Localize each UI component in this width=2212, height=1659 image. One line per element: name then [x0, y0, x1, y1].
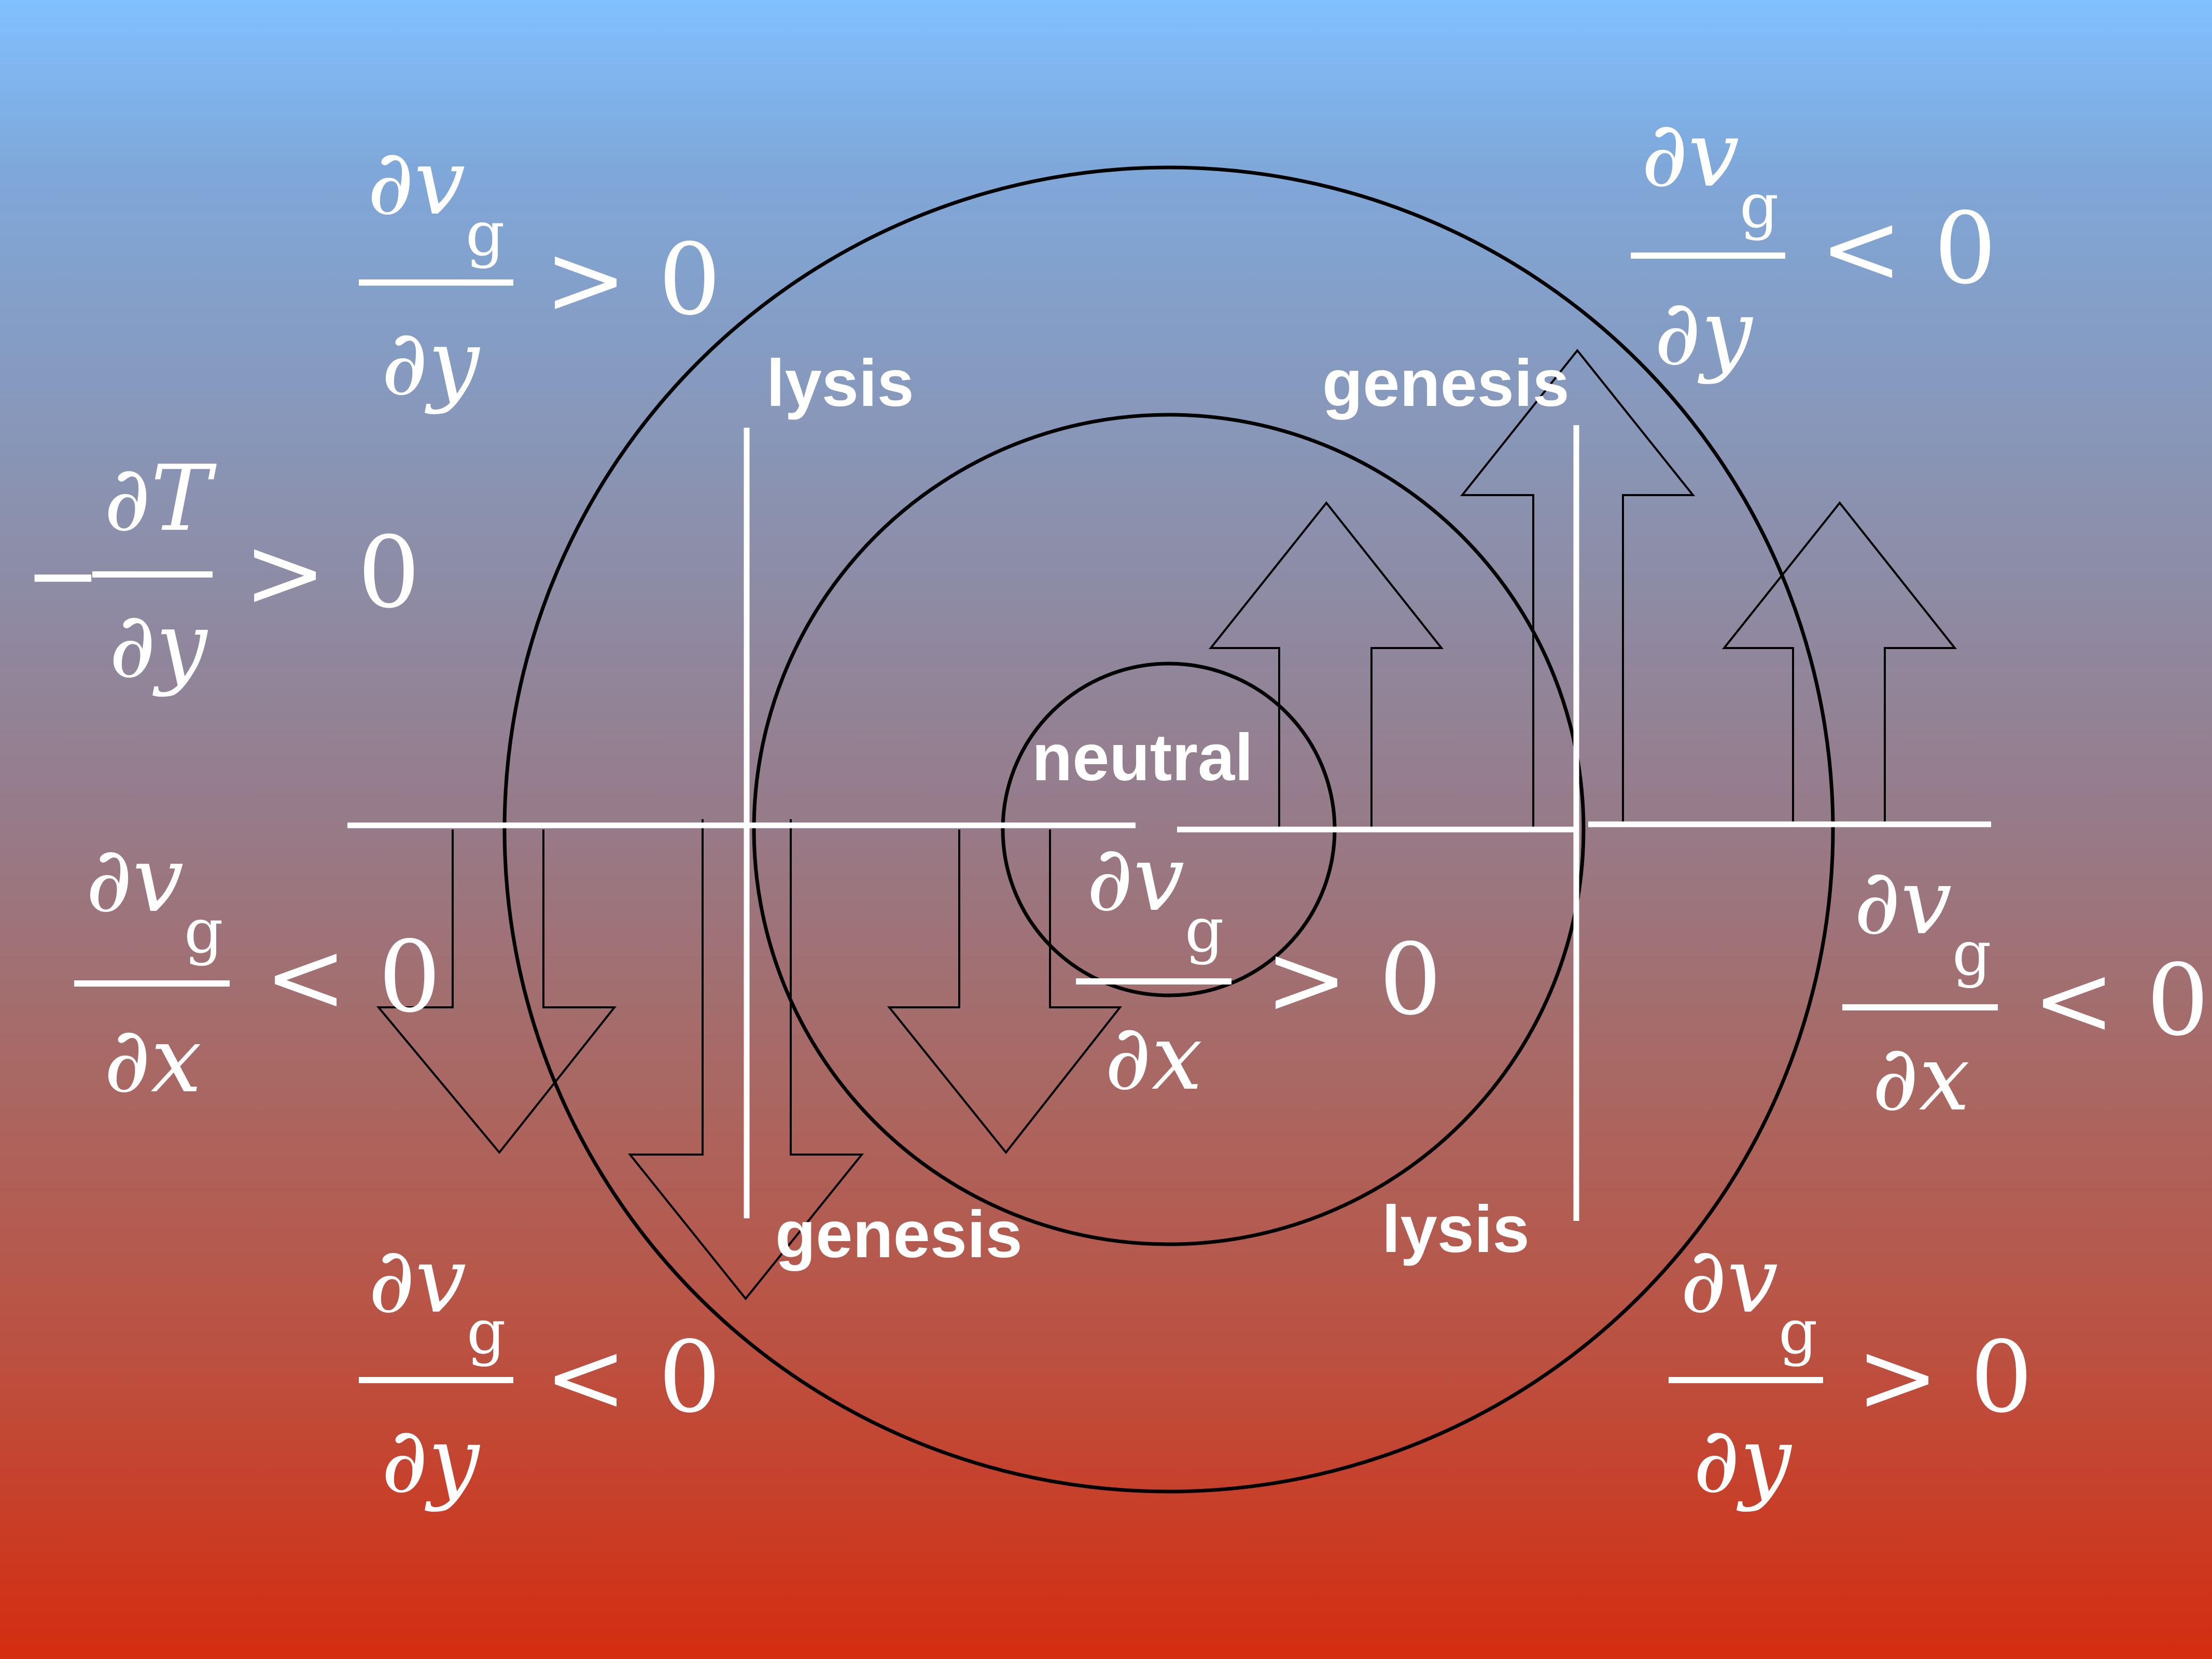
denominator: ∂x	[1104, 1005, 1202, 1110]
downward-wind-arrows	[376, 819, 1123, 1301]
denominator: ∂x	[1872, 1026, 1970, 1131]
numerator: ∂v	[1086, 826, 1184, 932]
numerator: ∂v	[1641, 102, 1739, 207]
label-genesis-bottom: genesis	[775, 1198, 1023, 1272]
equation-bottom-left: ∂v g ∂y < 0	[359, 1228, 721, 1513]
equation-mid-left: ∂v g ∂x < 0	[74, 827, 441, 1113]
relation: > 0	[544, 222, 721, 337]
equation-top-right: ∂v g ∂y < 0	[1631, 102, 1996, 386]
denominator: ∂y	[381, 1408, 480, 1513]
relation: < 0	[1820, 191, 1996, 306]
subscript: g	[1779, 1296, 1818, 1368]
relation: > 0	[1856, 1320, 2033, 1435]
numerator: ∂v	[367, 130, 465, 235]
subscript: g	[467, 1296, 506, 1368]
denominator: ∂y	[1654, 280, 1753, 386]
numerator: ∂v	[86, 827, 184, 933]
denominator: ∂y	[109, 593, 208, 698]
down-arrow-mid	[627, 819, 864, 1301]
equation-mid-right: ∂v g ∂x < 0	[1842, 850, 2209, 1131]
subscript: g	[184, 895, 223, 967]
upward-wind-arrows	[1208, 348, 1957, 827]
up-arrow-center	[1208, 501, 1444, 827]
relation: > 0	[244, 515, 420, 630]
deformation-arrows	[347, 425, 1991, 1221]
numerator: ∂v	[368, 1228, 466, 1333]
subscript: g	[1952, 918, 1992, 989]
numerator: ∂T	[104, 446, 217, 552]
up-arrow-front	[1460, 348, 1696, 827]
equation-bottom-right: ∂v g ∂y > 0	[1669, 1228, 2033, 1513]
subscript: g	[1185, 894, 1224, 966]
denominator: ∂x	[104, 1008, 202, 1113]
denominator: ∂y	[381, 311, 480, 416]
numerator: ∂v	[1854, 850, 1952, 955]
middle-contour	[752, 413, 1586, 1246]
label-lysis-bottom: lysis	[1382, 1192, 1530, 1267]
equation-temperature-gradient: − ∂T ∂y > 0	[25, 446, 420, 698]
down-arrow-center	[887, 830, 1123, 1155]
equation-top-left: ∂v g ∂y > 0	[359, 130, 721, 416]
relation: < 0	[264, 920, 441, 1034]
relation: < 0	[544, 1320, 721, 1435]
label-neutral: neutral	[1032, 721, 1253, 795]
label-genesis-top: genesis	[1322, 346, 1570, 420]
relation: < 0	[2033, 943, 2209, 1058]
minus-sign: −	[25, 523, 101, 628]
subscript: g	[466, 198, 505, 270]
outer-contour	[502, 165, 1835, 1494]
numerator: ∂v	[1680, 1228, 1778, 1333]
denominator: ∂y	[1693, 1408, 1792, 1513]
subscript: g	[1740, 170, 1779, 242]
up-arrow-right	[1721, 501, 1957, 827]
relation: > 0	[1265, 922, 1441, 1037]
label-lysis-top: lysis	[766, 346, 914, 420]
down-arrow-left	[376, 830, 617, 1155]
equation-center: ∂v g ∂x > 0	[1076, 826, 1441, 1110]
